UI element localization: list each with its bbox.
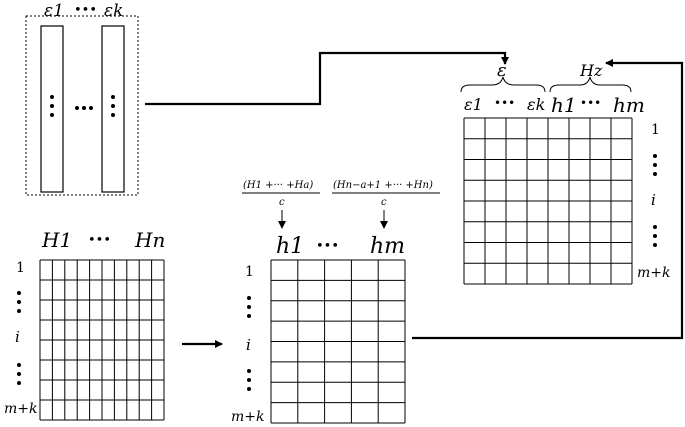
h1-header: h1 — [551, 93, 577, 117]
row-ellipsis-lower — [653, 225, 657, 247]
row-1-label: 1 — [245, 264, 254, 280]
row-mk-label: m+k — [4, 401, 38, 417]
formula-first-denominator: c — [279, 197, 285, 208]
row-i-label: i — [15, 328, 20, 346]
epsilon-brace-label: ε — [497, 60, 507, 81]
matrix-result-grid — [463, 117, 633, 285]
formula-last-denominator: c — [381, 197, 387, 208]
row-ellipsis-lower — [247, 369, 251, 391]
epsilon-brace — [460, 76, 546, 93]
horizontal-ellipsis — [75, 106, 93, 110]
formula-first: (H1 +··· +Ha) c — [242, 180, 320, 229]
formula-last: (Hn−a+1 +··· +Hn) c — [332, 180, 440, 229]
epsilon-vectors-box: ε1 ••• εk — [25, 1, 139, 196]
row-ellipsis-upper — [17, 291, 21, 313]
H1-header: H1 — [41, 228, 72, 252]
formula-first-numerator: (H1 +··· +Ha) — [243, 180, 313, 191]
hm-header: hm — [613, 93, 645, 117]
vertical-ellipsis-left — [50, 95, 54, 117]
formula-last-numerator: (Hn−a+1 +··· +Hn) — [333, 180, 433, 191]
row-1-label: 1 — [651, 122, 660, 138]
matrix-h-grid — [270, 259, 406, 424]
epsilon-k-column — [101, 25, 125, 193]
dashed-frame — [25, 15, 139, 196]
hz-brace-label: Hz — [579, 61, 603, 80]
eps-1-header: ε1 — [464, 95, 483, 114]
H-dots-header: ••• — [88, 233, 111, 248]
matrix-H: H1 ••• Hn 1 i m+k — [4, 228, 165, 421]
row-ellipsis-upper — [653, 154, 657, 176]
hz-brace — [549, 76, 632, 93]
Hn-header: Hn — [134, 228, 165, 252]
matrix-result: ε Hz ε1 ••• εk h1 ••• hm 1 i m+k — [460, 60, 671, 285]
epsilon-1-column — [40, 25, 64, 193]
row-mk-label: m+k — [231, 409, 265, 425]
row-ellipsis-upper — [247, 296, 251, 318]
epsilon-dots-label: ••• — [74, 3, 97, 18]
hm-header: hm — [370, 234, 405, 259]
h1-header: h1 — [276, 234, 304, 259]
row-ellipsis-lower — [17, 363, 21, 385]
h-dots-header: ••• — [580, 96, 601, 110]
arrow-epsilon-to-result — [145, 51, 509, 106]
epsilon-1-label: ε1 — [44, 1, 64, 21]
vertical-ellipsis-right — [111, 95, 115, 117]
matrix-H-grid — [39, 259, 165, 421]
row-1-label: 1 — [16, 260, 25, 276]
row-mk-label: m+k — [637, 265, 671, 281]
epsilon-k-label: εk — [104, 1, 123, 21]
eps-k-header: εk — [527, 95, 545, 114]
matrix-h: (H1 +··· +Ha) c (Hn−a+1 +··· +Hn) c h1 •… — [231, 180, 440, 425]
eps-dots-header: ••• — [494, 96, 515, 110]
h-dots-header: ••• — [316, 239, 339, 254]
arrow-h-to-result — [412, 59, 684, 340]
row-i-label: i — [246, 336, 251, 354]
row-i-label: i — [651, 191, 656, 209]
